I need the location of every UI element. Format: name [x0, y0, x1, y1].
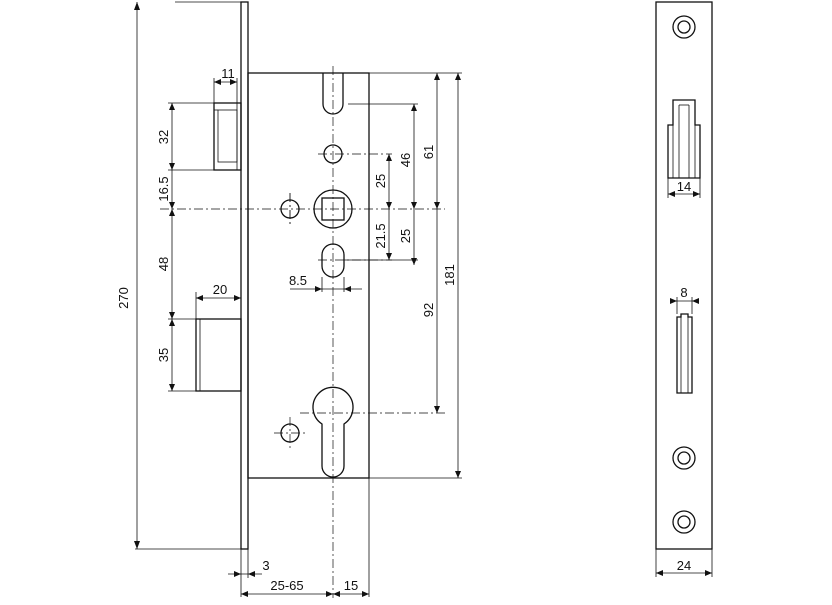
side-dimension-lines: [655, 178, 713, 577]
dim-slot-width: 8.5: [289, 273, 307, 288]
extension-lines: [135, 1, 462, 597]
cylinder-profile: [312, 386, 354, 478]
dim-lower-slot-distance: 25: [398, 229, 413, 243]
dim-upper-hole-spacing: 25: [373, 174, 388, 188]
forend-plate: [240, 1, 249, 550]
bolt-opening: [676, 313, 693, 394]
dim-spindle-to-edge: 15: [344, 578, 358, 593]
latch-opening: [667, 99, 701, 179]
side-view: 14 8 24: [655, 1, 713, 577]
lock-case: [247, 72, 370, 479]
dim-side-latch-width: 14: [677, 179, 691, 194]
dim-latch-height: 32: [156, 130, 171, 144]
dim-upper-slot-distance: 46: [398, 153, 413, 167]
forend-face: [655, 1, 713, 550]
forend-screw-top: [672, 15, 696, 39]
dimension-lines: [136, 2, 459, 595]
forend-screw-bottom: [672, 510, 696, 534]
dim-upper-hole-distance: 61: [421, 145, 436, 159]
dim-backset: 25-65: [270, 578, 303, 593]
dim-lower-hole-distance: 21.5: [373, 223, 388, 248]
dim-forend-thickness: 3: [262, 558, 269, 573]
dead-bolt: [195, 318, 242, 392]
dim-latch-width: 11: [221, 66, 235, 81]
dim-bolt-width: 20: [213, 282, 227, 297]
arrow-heads: [134, 2, 461, 597]
forend-screw-middle: [672, 446, 696, 470]
dim-side-bolt-width: 8: [680, 285, 687, 300]
dim-spindle-to-bolt: 48: [156, 257, 171, 271]
side-arrow-heads: [656, 191, 712, 576]
center-lines: [160, 66, 445, 598]
dim-bolt-height: 35: [156, 348, 171, 362]
dim-overall-height: 270: [116, 287, 131, 309]
dim-side-forend-width: 24: [677, 558, 691, 573]
front-view: 270 32 16.5 48 35 11 20 61 46 25 21.5 25…: [116, 1, 462, 598]
dim-case-height: 181: [442, 264, 457, 286]
latch: [213, 102, 242, 171]
dim-latch-to-spindle: 16.5: [156, 176, 171, 201]
dim-center-distance: 92: [421, 303, 436, 317]
